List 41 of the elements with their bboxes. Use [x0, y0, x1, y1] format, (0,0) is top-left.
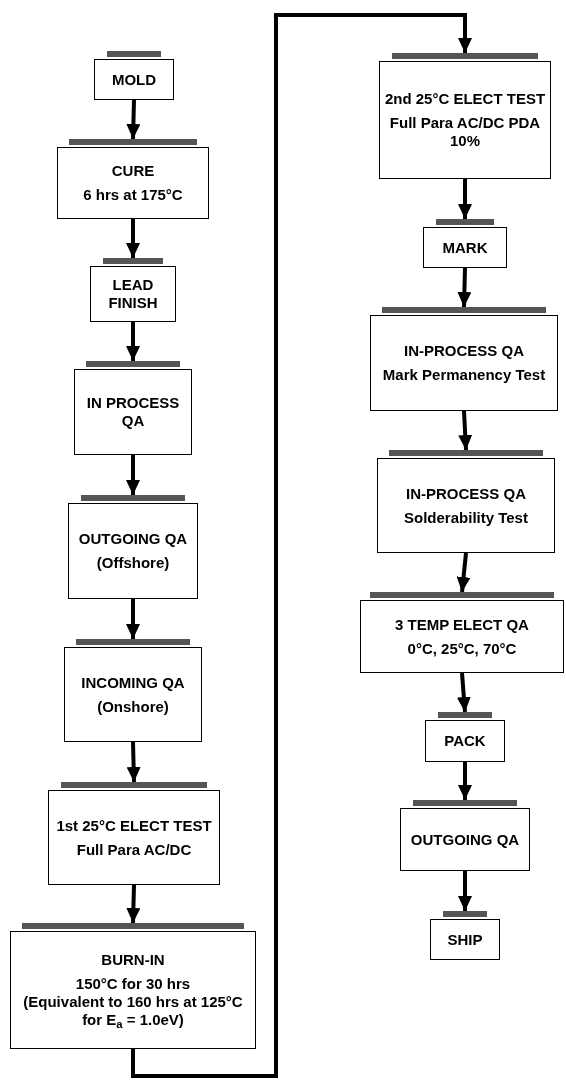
- step-title: SHIP: [447, 930, 483, 949]
- arrow: [126, 599, 140, 639]
- step-note: (Offshore): [96, 554, 170, 572]
- step-title: OUTGOING QA: [78, 530, 188, 548]
- arrow: [456, 552, 471, 593]
- step-title: BURN-IN: [101, 951, 165, 969]
- step-note: Mark Permanency Test: [382, 366, 546, 384]
- step-title: PACK: [444, 732, 486, 750]
- arrow: [458, 410, 473, 451]
- arrow: [126, 322, 140, 361]
- arrow: [456, 672, 471, 713]
- step-note: Solderability Test: [404, 508, 528, 527]
- step-title: MOLD: [111, 70, 157, 89]
- step-title: OUTGOING QA: [410, 830, 520, 849]
- step-title: IN-PROCESS QA: [404, 342, 524, 360]
- step-note: 0°C, 25°C, 70°C: [407, 639, 517, 658]
- step-note: Full Para AC/DC PDA 10%: [388, 114, 542, 150]
- arrow: [126, 455, 140, 495]
- arrow: [126, 219, 140, 258]
- step-title: LEAD FINISH: [107, 276, 159, 312]
- step-note: (Equivalent to 160 hrs at 125°C for E$_{a}$ = 1.0eV): [22, 993, 244, 1029]
- arrow: [126, 741, 141, 783]
- arrow: [458, 179, 472, 219]
- step-title: INCOMING QA: [81, 673, 185, 692]
- arrow: [458, 871, 472, 911]
- step-note: Full Para AC/DC: [76, 840, 192, 859]
- arrow: [458, 762, 472, 800]
- step-title: IN-PROCESS QA: [406, 484, 526, 503]
- arrow: [457, 267, 472, 308]
- arrow: [126, 99, 141, 140]
- step-title: MARK: [442, 238, 488, 257]
- step-title: 2nd 25°C ELECT TEST: [384, 90, 546, 108]
- step-note: (Onshore): [97, 697, 169, 716]
- arrow: [126, 884, 141, 924]
- arrow: [131, 13, 472, 1078]
- step-note: 150°C for 30 hrs: [75, 975, 191, 993]
- step-title: IN PROCESS QA: [85, 394, 181, 430]
- step-title: 1st 25°C ELECT TEST: [56, 816, 212, 835]
- step-note: 6 hrs at 175°C: [83, 186, 183, 204]
- step-title: CURE: [111, 162, 155, 180]
- step-title: 3 TEMP ELECT QA: [395, 615, 529, 634]
